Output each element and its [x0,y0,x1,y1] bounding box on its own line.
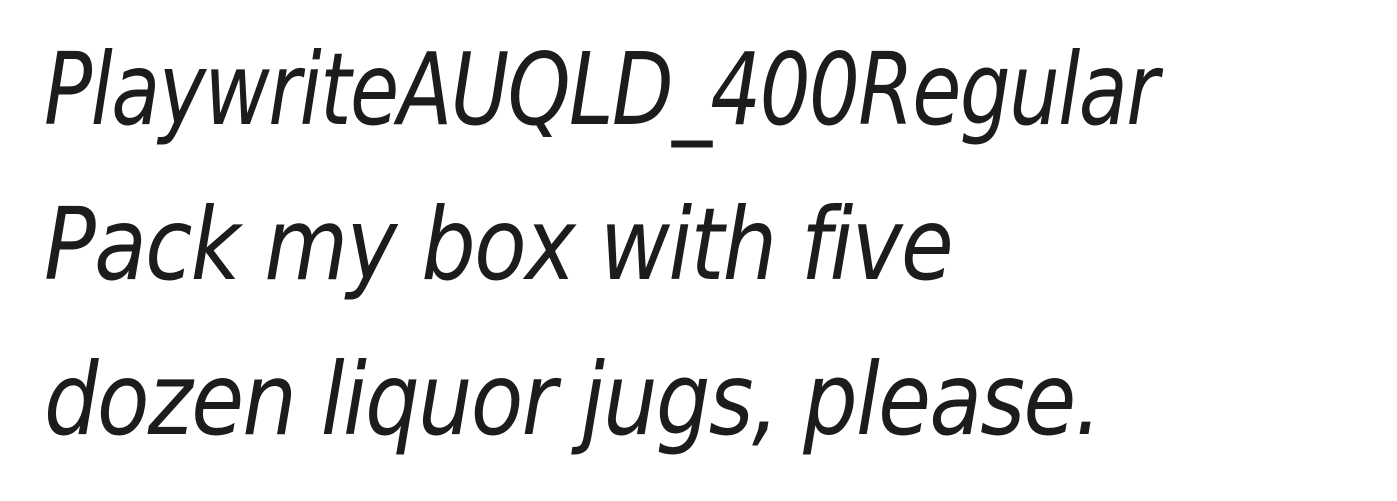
pangram-line-1: Pack my box with five [44,186,954,303]
font-name-heading: PlaywriteAUQLD_400Regular [44,31,1159,148]
pangram-line-2: dozen liquor jugs, please. [44,341,1102,458]
